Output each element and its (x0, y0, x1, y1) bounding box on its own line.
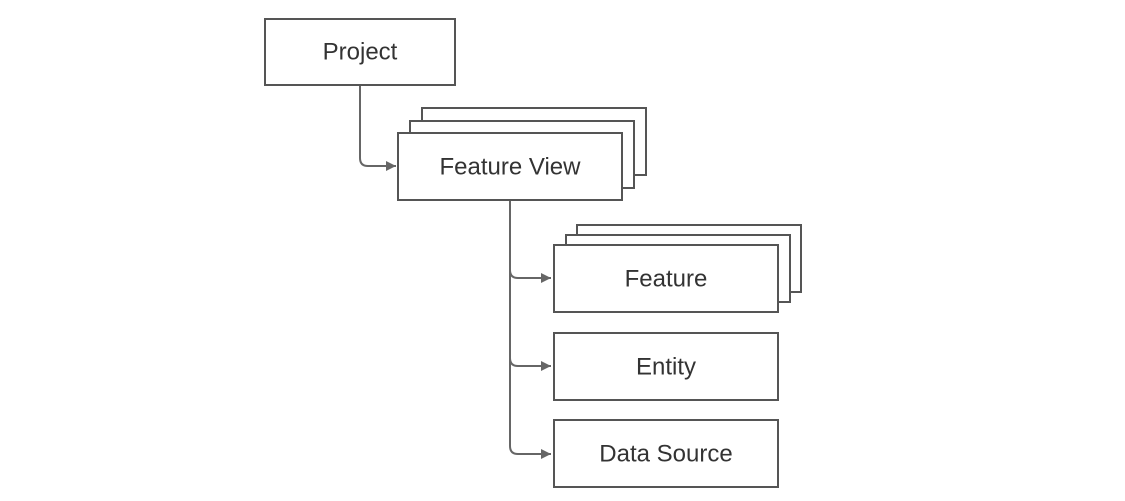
data-source-label: Data Source (599, 441, 732, 468)
connector-project-to-feature-view (359, 86, 396, 171)
entity-node: Entity (553, 332, 779, 401)
connector-feature-view-to-entity (509, 270, 551, 371)
feature-node-stack: Feature (553, 224, 802, 313)
feature-view-node-stack: Feature View (397, 107, 647, 201)
project-node: Project (264, 18, 456, 86)
feature-label: Feature (625, 266, 708, 293)
connector-feature-view-to-data-source (509, 358, 551, 459)
feature-view-label: Feature View (440, 154, 582, 181)
connector-feature-view-to-feature (509, 201, 551, 283)
feature-view-node (397, 132, 623, 201)
entity-label: Entity (636, 354, 696, 381)
project-label: Project (323, 39, 398, 66)
feature-node (553, 244, 779, 313)
data-source-node: Data Source (553, 419, 779, 488)
